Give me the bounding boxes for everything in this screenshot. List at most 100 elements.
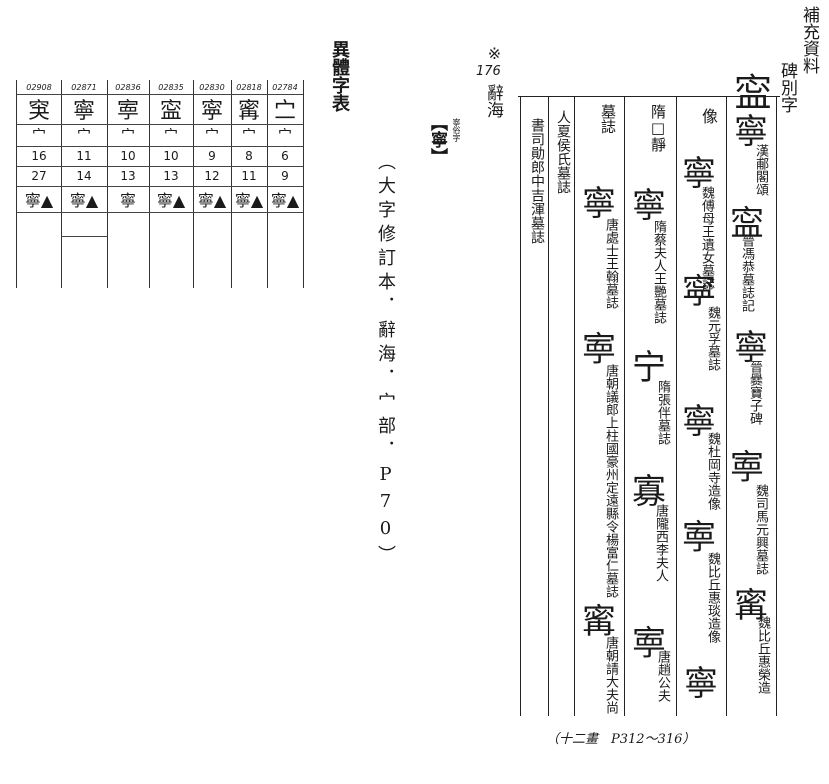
- entry-source: 晉馮恭墓誌記: [739, 234, 754, 312]
- entry-source: 隋□靜: [649, 104, 667, 152]
- variant-glyph: 寍: [149, 94, 193, 125]
- entry-glyph: 寡: [632, 472, 666, 512]
- variant-radical: 宀: [267, 124, 303, 147]
- citation: （大字修訂本．辭海．宀部．P70）: [375, 152, 396, 569]
- entry-source: 隋蔡夫人王艷墓誌: [651, 220, 666, 324]
- entry-glyph: 寗: [734, 586, 768, 626]
- entry-source: 書司勛郎中吉渾墓誌: [529, 118, 545, 244]
- variant-code: 02835: [149, 80, 193, 95]
- entry-source: 唐朝議郎上柱國豪州定遠縣令楊富仁墓誌: [603, 364, 618, 598]
- variant-form: 寧▲: [231, 186, 267, 213]
- entry-source: 人夏侯氏墓誌: [555, 110, 571, 194]
- frame-top-line: [518, 96, 780, 97]
- entry-source: 魏比丘惠琰造像: [705, 552, 720, 643]
- variant-glyph: 寗: [231, 94, 267, 125]
- frame-rule: [574, 96, 575, 716]
- variant-code: 02784: [267, 80, 303, 95]
- variant-glyph: 䆕: [17, 94, 61, 125]
- variant-total-strokes: 12: [193, 166, 231, 187]
- variant-form: 寧▲: [61, 186, 107, 213]
- entry-source: 魏比丘惠榮造: [755, 616, 770, 694]
- entry-source: 唐朝請大夫尚: [603, 636, 618, 714]
- variant-column: 02908 䆕 宀 16 27 寧▲: [17, 80, 62, 288]
- reference-mark: ※: [485, 44, 504, 63]
- entry-glyph: 寧: [582, 184, 616, 224]
- entry-source: 魏司馬元興墓誌: [753, 484, 768, 575]
- entry-source: 魏杜岡寺造像: [705, 432, 720, 510]
- entry-glyph: 寧: [632, 186, 666, 226]
- variant-column: 02784 㝉 宀 6 9 寧▲: [267, 80, 304, 288]
- variant-radical: 宀: [61, 124, 107, 147]
- variant-form: 寧▲: [149, 186, 193, 213]
- variant-code: 02830: [193, 80, 231, 95]
- entry-note: 寧俗字: [452, 118, 461, 142]
- entry-glyph: 寜: [682, 272, 716, 312]
- frame-rule: [548, 96, 549, 716]
- variant-radical: 宀: [107, 124, 149, 147]
- variant-strokes: 16: [17, 146, 61, 167]
- variant-form: 寧▲: [267, 186, 303, 213]
- entry-source: 像: [699, 108, 718, 124]
- variant-column: 02871 寧 宀 11 14 寧▲: [61, 80, 108, 288]
- variant-radical: 宀: [231, 124, 267, 147]
- entry-source: 魏元孚墓誌: [705, 306, 720, 371]
- variant-total-strokes: 11: [231, 166, 267, 187]
- frame-rule: [520, 96, 521, 716]
- entry-glyph: 寕: [682, 518, 716, 558]
- entry-heading: 【寧】: [427, 114, 447, 165]
- variant-glyph: 寜: [193, 94, 231, 125]
- entry-source: 唐隴西李夫人: [653, 504, 668, 582]
- variant-glyph: 寕: [107, 94, 149, 125]
- variant-column: 02835 寍 宀 10 13 寧▲: [149, 80, 194, 288]
- variant-blank-cell: [61, 212, 107, 237]
- entry-glyph: 宁: [632, 348, 666, 388]
- variant-form: 寧▲: [193, 186, 231, 213]
- variant-strokes: 8: [231, 146, 267, 167]
- variant-strokes: 11: [61, 146, 107, 167]
- variant-column: 02830 寜 宀 9 12 寧▲: [193, 80, 232, 288]
- variant-total-strokes: 14: [61, 166, 107, 187]
- variant-table: 02908 䆕 宀 16 27 寧▲ 02871 寧 宀 11 14 寧▲ 02…: [16, 80, 304, 288]
- entry-source: 漢郙閣頌: [753, 144, 768, 196]
- variant-code: 02908: [17, 80, 61, 95]
- entry-glyph: 寕: [582, 330, 616, 370]
- variant-glyph: 㝉: [267, 94, 303, 125]
- variant-glyph: 寧: [61, 94, 107, 125]
- variant-form: 寧: [107, 186, 149, 213]
- variant-strokes: 9: [193, 146, 231, 167]
- entry-glyph: 寍: [730, 204, 764, 244]
- entry-glyph: 寧: [684, 664, 718, 704]
- entry-source: 晉爨寶子碑: [747, 360, 762, 425]
- entry-glyph: 寧: [682, 402, 716, 442]
- entry-glyph: 寕: [632, 624, 666, 664]
- entry-glyph: 寧: [682, 154, 716, 194]
- variant-total-strokes: 27: [17, 166, 61, 187]
- frame-rule: [776, 96, 777, 716]
- section-title: 異體字表: [329, 40, 350, 112]
- variant-code: 02871: [61, 80, 107, 95]
- entry-glyph: 寧: [734, 112, 768, 152]
- variant-column: 02818 寗 宀 8 11 寧▲: [231, 80, 268, 288]
- entry-source: 唐趙公夫: [655, 650, 670, 702]
- frame-rule: [624, 96, 625, 716]
- reference-number: 176: [476, 64, 501, 79]
- entry-glyph: 寗: [582, 602, 616, 642]
- frame-rule: [726, 96, 727, 716]
- variant-total-strokes: 13: [149, 166, 193, 187]
- entry-glyph: 寕: [730, 448, 764, 488]
- variant-strokes: 10: [149, 146, 193, 167]
- variant-form: 寧▲: [17, 186, 61, 213]
- entry-source: 魏傅母王遺女墓誌: [699, 186, 714, 290]
- reference-source: 辭海: [483, 84, 503, 118]
- entry-source: 墓誌: [599, 104, 617, 134]
- variant-total-strokes: 9: [267, 166, 303, 187]
- entry-source: 隋張伴墓誌: [655, 380, 670, 445]
- variant-code: 02818: [231, 80, 267, 95]
- page-note: （十二畫 P312～316）: [546, 732, 696, 747]
- entry-glyph: 寧: [734, 328, 768, 368]
- variant-radical: 宀: [149, 124, 193, 147]
- variant-total-strokes: 13: [107, 166, 149, 187]
- subtitle: 碑別字: [777, 62, 797, 113]
- variant-column: 02836 寕 宀 10 13 寧: [107, 80, 150, 288]
- variant-strokes: 6: [267, 146, 303, 167]
